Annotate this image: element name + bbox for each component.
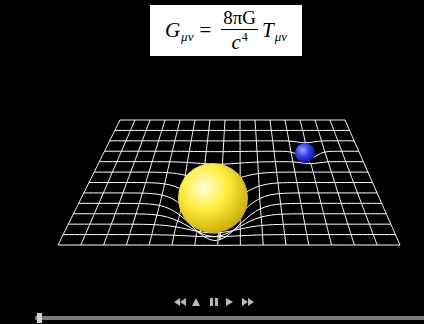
equation-term: =: [199, 19, 211, 41]
equation-term: μν: [181, 30, 193, 44]
lhs: Gμν: [165, 19, 193, 41]
play-icon: [226, 298, 233, 306]
yellow-sphere: [178, 163, 248, 233]
equation-term: μν: [275, 30, 287, 44]
progress-track: [35, 316, 424, 320]
forward-icon: [248, 298, 254, 306]
spacetime-grid: [58, 120, 400, 245]
rewind-icon: [180, 298, 186, 306]
grid-line: [58, 245, 400, 246]
pause-icon: [210, 298, 213, 306]
fraction: 8πGc4: [221, 8, 258, 53]
equation-term: G: [165, 19, 180, 41]
grid-line: [315, 120, 354, 245]
grid-line: [149, 120, 180, 245]
blue-sphere: [295, 143, 315, 163]
equation-box: Gμν=8πGc4Tμν: [150, 5, 302, 56]
rewind-icon: [174, 298, 180, 306]
grid-line: [345, 120, 400, 245]
equation-term: c: [232, 31, 241, 53]
forward-icon: [242, 298, 248, 306]
grid-line: [255, 120, 263, 245]
equation-row: Gμν=8πGc4Tμν: [165, 8, 287, 53]
denominator: c4: [232, 30, 248, 53]
rhs: Tμν: [262, 19, 287, 41]
grid-line: [120, 120, 345, 121]
eject-icon: [192, 298, 200, 306]
grid-line: [104, 120, 150, 245]
progress-thumb: [37, 313, 42, 323]
equation-term: 8πG: [223, 8, 256, 28]
pause-icon: [215, 298, 218, 306]
grid-line: [285, 120, 309, 245]
grid-line: [126, 120, 165, 245]
media-controls: [174, 298, 254, 306]
grid-line: [115, 130, 350, 131]
grid-line: [270, 120, 286, 245]
grid-line: [105, 151, 359, 159]
equation-term: T: [262, 19, 274, 41]
grid-line: [110, 141, 355, 143]
grid-line: [99, 162, 363, 165]
equation-term: 4: [242, 31, 248, 44]
equals: =: [193, 19, 217, 41]
grid-line: [63, 235, 395, 237]
numerator: 8πG: [221, 8, 258, 30]
grid-line: [300, 120, 332, 245]
